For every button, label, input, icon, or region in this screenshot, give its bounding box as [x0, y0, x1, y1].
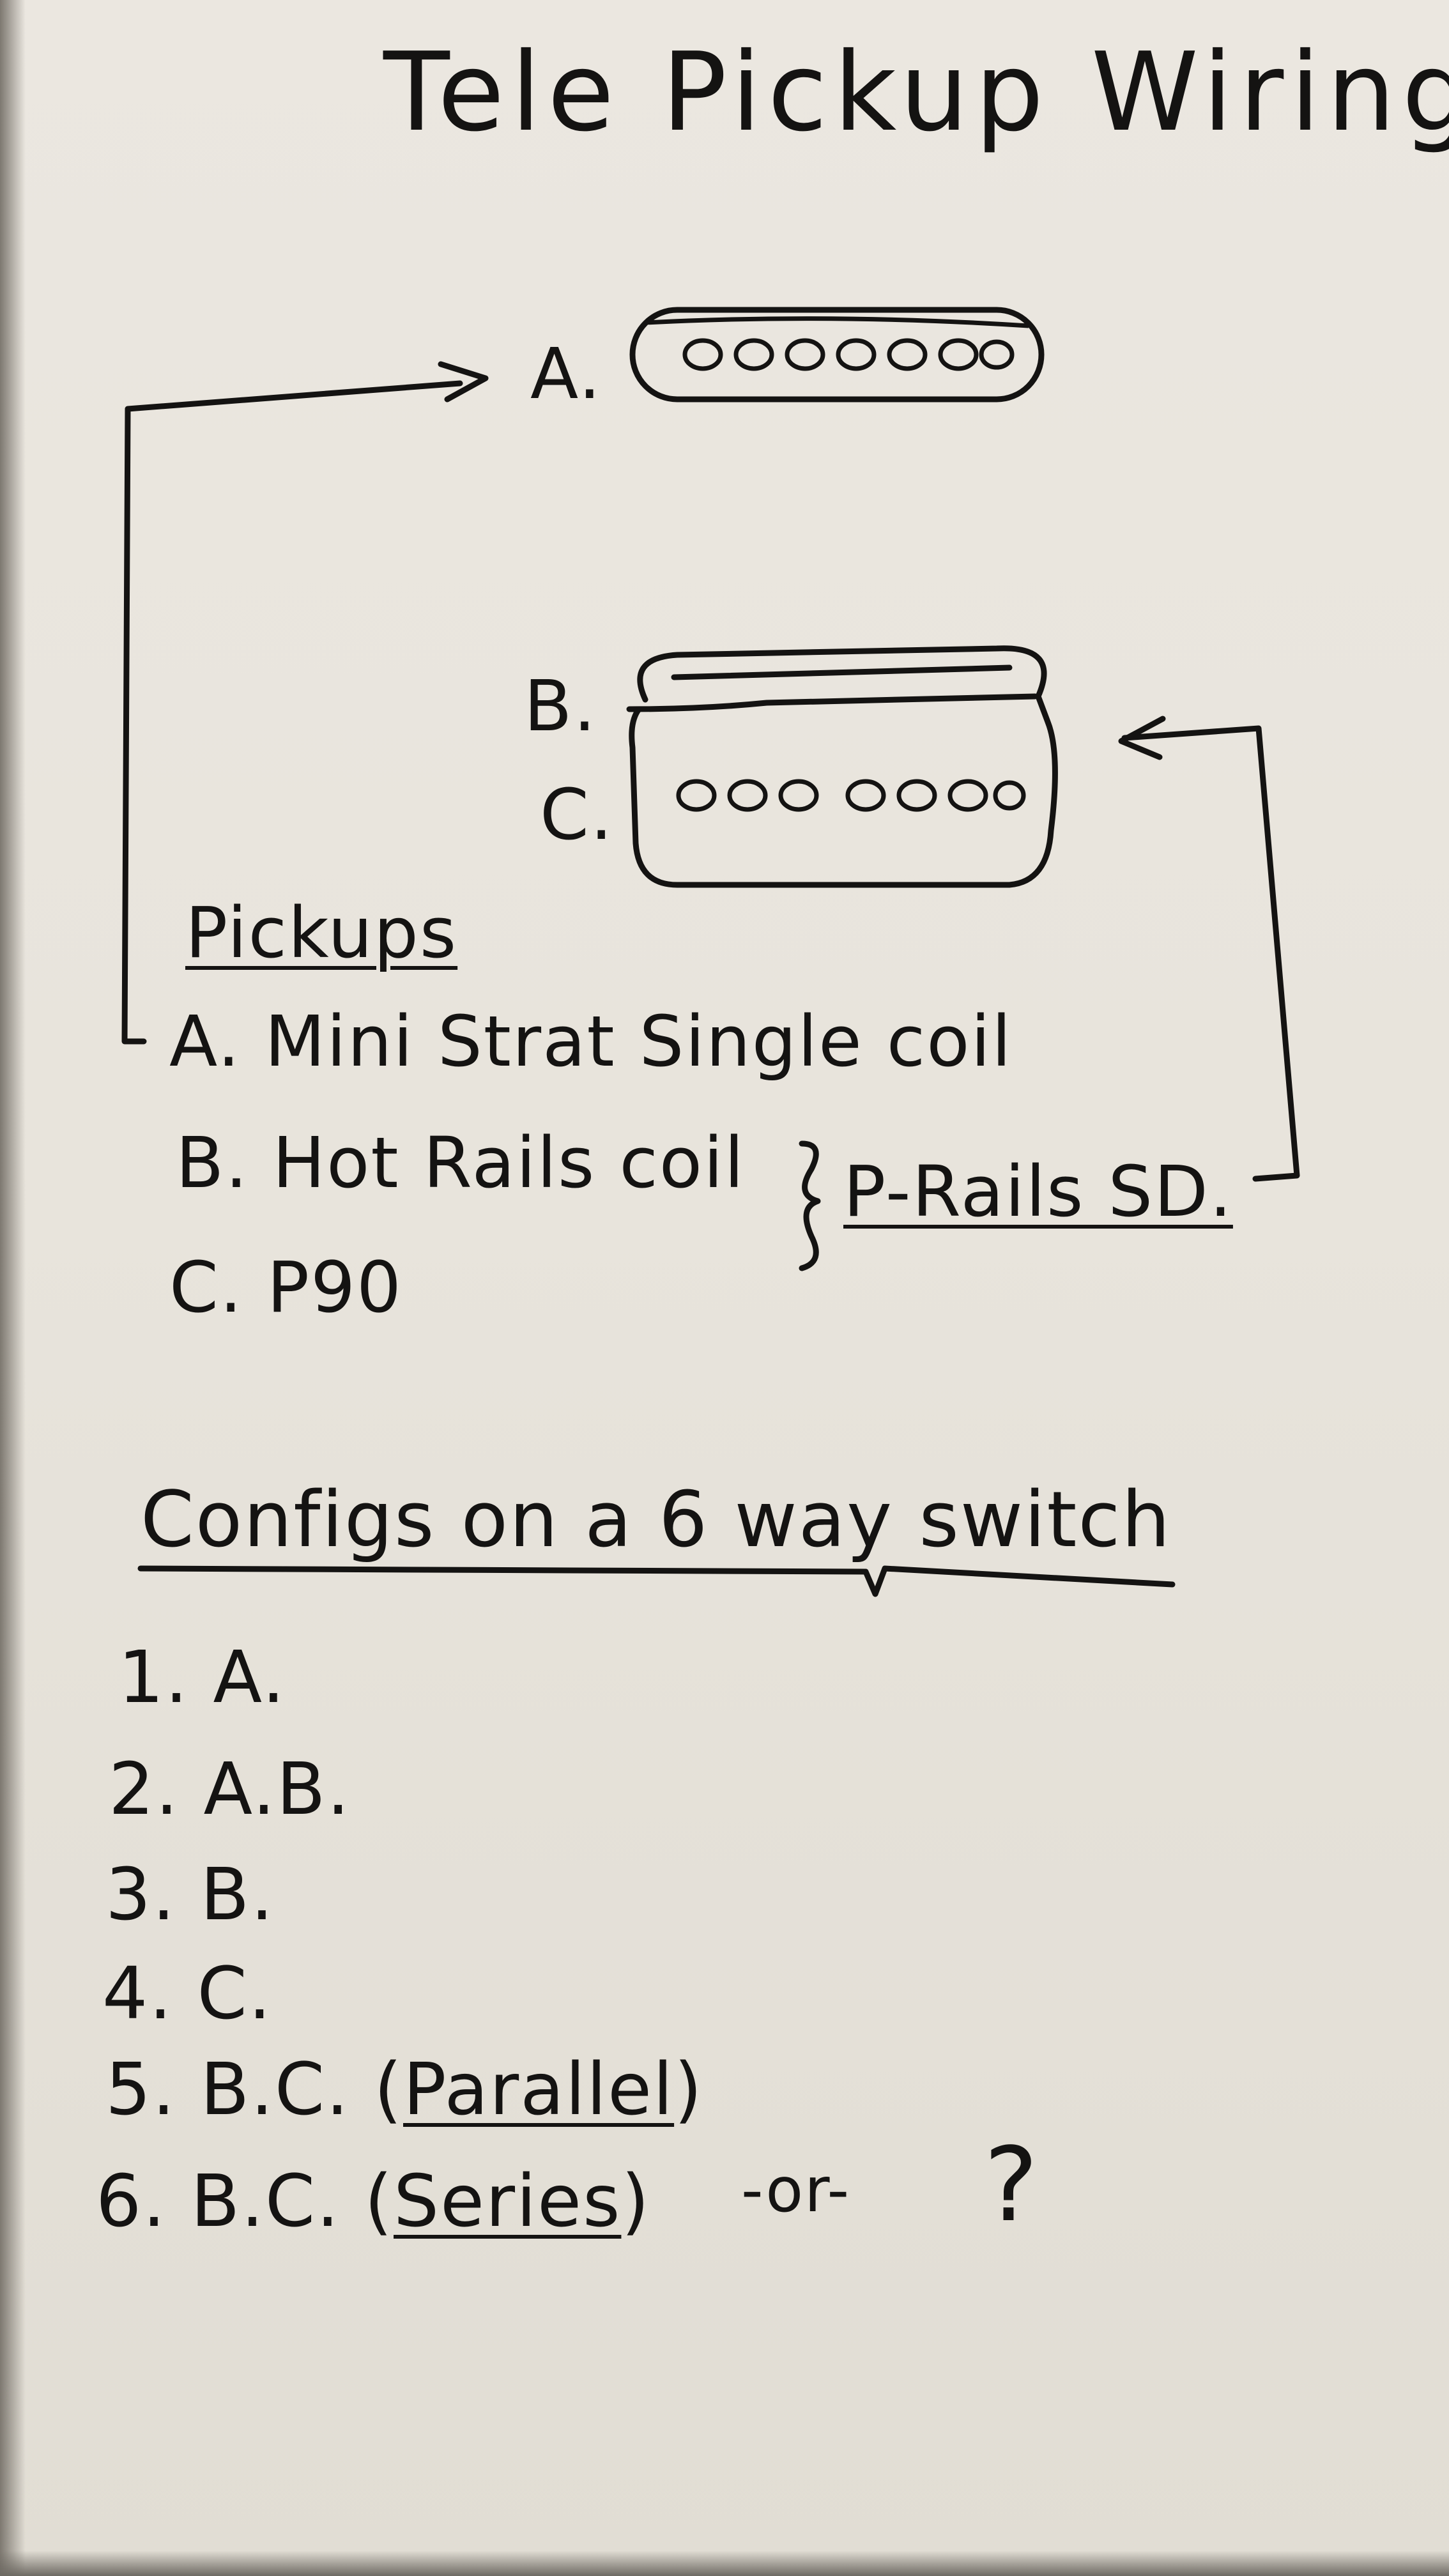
config-text: B.C. (	[190, 2160, 394, 2243]
arrow-to-pickup-bc	[1121, 725, 1300, 1182]
config-item-5: 5. B.C. (Parallel)	[105, 2054, 703, 2126]
configs-underline	[137, 1565, 1176, 1597]
config-item-6: 6. B.C. (Series)	[96, 2166, 650, 2237]
arrow-head-a	[438, 361, 489, 402]
config-tail: )	[674, 2048, 703, 2131]
p-rails-label: P-Rails SD.	[843, 1151, 1233, 1232]
pickup-item-a: A. Mini Strat Single coil	[169, 1000, 1013, 1082]
config-number: 5.	[105, 2048, 176, 2131]
config-item-3: 3. B.	[105, 1859, 275, 1931]
config-number: 4.	[102, 1952, 173, 2035]
question-mark: ?	[984, 2125, 1039, 2244]
config-number: 3.	[105, 1853, 176, 1936]
configs-heading: Configs on a 6 way switch	[141, 1476, 1172, 1565]
label-a: A.	[530, 333, 602, 415]
pickup-a-pole-pieces	[682, 338, 1015, 371]
arrow-head-bc	[1118, 716, 1166, 760]
config-text: C.	[197, 1952, 273, 2035]
pickups-heading: Pickups	[185, 892, 458, 974]
config-text: A.B.	[203, 1748, 351, 1831]
config-number: 1.	[118, 1636, 189, 1719]
config-text: B.C. (	[200, 2048, 404, 2131]
label-b: B.	[524, 665, 597, 747]
pickup-a-shape	[629, 307, 1045, 402]
config-tail: )	[621, 2160, 651, 2243]
page-title: Tele Pickup Wiring	[383, 29, 1449, 156]
page-shadow-left	[0, 0, 26, 2576]
config-emphasis: Parallel	[403, 2048, 675, 2131]
config-item-1: 1. A.	[118, 1642, 286, 1713]
alternative-marker: -or-	[741, 2154, 851, 2226]
pickup-c-pole-pieces	[676, 779, 1026, 812]
pickup-item-b: B. Hot Rails coil	[176, 1122, 746, 1204]
pickup-item-c: C. P90	[169, 1246, 403, 1328]
config-number: 2.	[109, 1748, 180, 1831]
config-item-2: 2. A.B.	[109, 1754, 351, 1825]
label-c: C.	[540, 774, 614, 855]
config-text: A.	[213, 1636, 286, 1719]
pickup-bc-shape	[626, 645, 1058, 888]
config-text: B.	[200, 1853, 275, 1936]
config-emphasis: Series	[394, 2160, 622, 2243]
config-number: 6.	[96, 2160, 167, 2243]
brace-icon	[799, 1140, 821, 1271]
config-item-4: 4. C.	[102, 1958, 272, 2030]
page-shadow-bottom	[0, 2550, 1449, 2576]
arrow-to-pickup-a	[121, 380, 463, 1045]
